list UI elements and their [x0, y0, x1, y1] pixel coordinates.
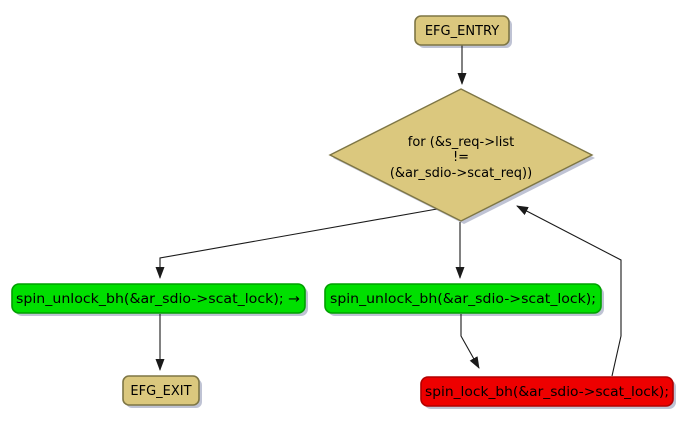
lock-node: spin_lock_bh(&ar_sdio->scat_lock);: [420, 376, 674, 407]
entry-node-box: [414, 15, 510, 46]
node-shadows: [15, 19, 676, 409]
entry-node-label: EFG_ENTRY: [425, 24, 499, 39]
entry-node: EFG_ENTRY: [414, 15, 510, 46]
edges: [155, 45, 622, 377]
loop-condition-diamond: for (&s_req->list != (&ar_sdio->scat_req…: [328, 88, 594, 222]
exit-node-box: [122, 375, 200, 406]
unlock-break-node-box: [11, 283, 306, 314]
lock-node-label: spin_lock_bh(&ar_sdio->scat_lock);: [425, 385, 669, 400]
edge-loop-to-unlock-break: [155, 208, 438, 279]
edge-unlock-body-to-lock: [460, 314, 480, 369]
loop-diamond-shape: [328, 88, 594, 222]
unlock-body-node-box: [324, 283, 602, 314]
unlock-body-node: spin_unlock_bh(&ar_sdio->scat_lock);: [324, 283, 602, 314]
loop-condition-line-3: (&ar_sdio->scat_req)): [390, 166, 532, 181]
lock-node-box: [420, 376, 674, 407]
unlock-body-node-label: spin_unlock_bh(&ar_sdio->scat_lock);: [330, 292, 596, 307]
exit-node: EFG_EXIT: [122, 375, 200, 406]
unlock-break-node-label: spin_unlock_bh(&ar_sdio->scat_lock); →: [16, 292, 300, 307]
exit-node-label: EFG_EXIT: [130, 384, 191, 399]
unlock-break-node: spin_unlock_bh(&ar_sdio->scat_lock); →: [11, 283, 306, 314]
edge-lock-back-to-loop: [516, 205, 622, 377]
loop-condition-line-2: !=: [453, 150, 469, 165]
loop-condition-line-1: for (&s_req->list: [408, 135, 514, 150]
